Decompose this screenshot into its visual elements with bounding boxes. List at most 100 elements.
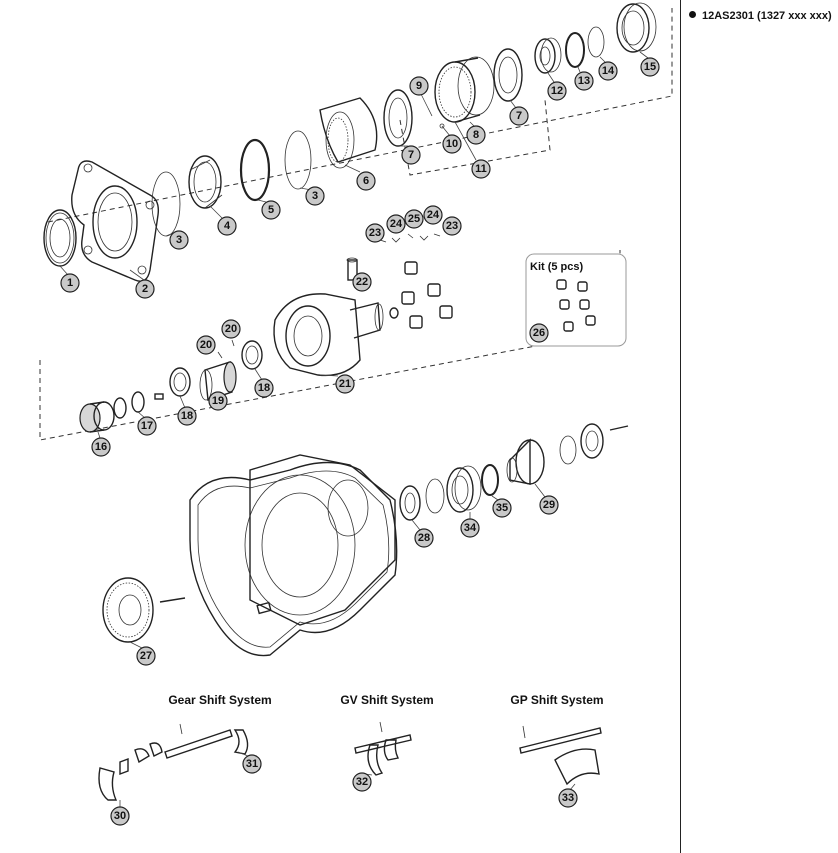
svg-text:18: 18 [181, 410, 193, 422]
svg-text:4: 4 [224, 220, 231, 232]
svg-text:8: 8 [473, 129, 479, 141]
part-28-o-ring [425, 478, 445, 514]
part-24-spring-a [391, 237, 401, 243]
part-6-ring-gear [319, 97, 378, 169]
part-25-clip [407, 233, 414, 239]
svg-text:11: 11 [475, 163, 487, 175]
part-13-retaining-ring [565, 32, 585, 68]
part-17-snap-ring [113, 397, 127, 419]
part-24-spring-b [419, 235, 429, 241]
callout-13: 13 [574, 71, 594, 91]
callout-3: 3 [169, 230, 189, 250]
callout-24: 24 [386, 214, 406, 234]
svg-text:23: 23 [369, 227, 381, 239]
part-34-output-bearing [446, 465, 482, 513]
part-12-bearing [534, 37, 562, 74]
part-19-sun-gear-shaft [199, 361, 237, 401]
svg-text:5: 5 [268, 204, 274, 216]
part-17-snap-ring-b [131, 391, 145, 413]
part-16-needle-bearing [79, 401, 115, 433]
kit-box: Kit (5 pcs) [525, 253, 627, 347]
svg-text:28: 28 [418, 532, 430, 544]
assembly-frame-middle [39, 250, 621, 441]
svg-text:13: 13 [578, 75, 590, 87]
gv-shift-system-title: GV Shift System [340, 693, 433, 707]
part-23-washer-b [433, 233, 441, 237]
gv-shift-system-parts [354, 721, 412, 776]
svg-text:21: 21 [339, 378, 351, 390]
callout-28: 28 [414, 528, 434, 548]
svg-text:35: 35 [496, 502, 508, 514]
leader-lines [59, 51, 649, 808]
part-29-o-ring [559, 435, 577, 465]
svg-text:22: 22 [356, 276, 368, 288]
model-variant-text: 12AS2301 (1327 xxx xxx) [702, 10, 832, 22]
part-18-bushing-right [241, 340, 263, 370]
svg-text:26: 26 [533, 327, 545, 339]
part-8-planet-carrier-ring [434, 56, 495, 123]
part-20-pin-a [217, 351, 223, 359]
part-7-thrust-washer-left [383, 89, 413, 147]
part-28-seal [399, 485, 421, 521]
svg-text:14: 14 [602, 65, 615, 77]
svg-text:9: 9 [416, 80, 422, 92]
callout-12: 12 [547, 81, 567, 101]
callout-5: 5 [261, 200, 281, 220]
callout-1: 1 [60, 273, 80, 293]
svg-text:20: 20 [225, 323, 237, 335]
callout-23: 23 [365, 223, 385, 243]
part-29-bolt [609, 425, 629, 431]
part-27-bolt [159, 597, 186, 603]
svg-text:30: 30 [114, 810, 126, 822]
svg-text:23: 23 [446, 220, 458, 232]
svg-text:3: 3 [312, 190, 318, 202]
callout-3b: 3 [305, 186, 325, 206]
part-27-gear-wheel [102, 577, 154, 643]
svg-text:10: 10 [446, 138, 458, 150]
svg-text:29: 29 [543, 499, 555, 511]
gear-shift-system-title: Gear Shift System [168, 693, 271, 707]
callout-25: 25 [404, 209, 424, 229]
callout-17: 17 [137, 416, 157, 436]
svg-text:6: 6 [363, 175, 369, 187]
callout-2: 2 [135, 279, 155, 299]
callout-33: 33 [558, 788, 578, 808]
callout-21: 21 [335, 374, 355, 394]
part-18-bushing-left [169, 367, 191, 397]
callout-4: 4 [217, 216, 237, 236]
callout-11: 11 [471, 159, 491, 179]
svg-text:2: 2 [142, 283, 148, 295]
callout-20: 20 [196, 335, 216, 355]
svg-text:18: 18 [258, 382, 270, 394]
kit-label: Kit (5 pcs) [530, 261, 584, 273]
svg-text:19: 19 [212, 395, 224, 407]
model-variant-label: 12AS2301 (1327 xxx xxx) [689, 10, 835, 23]
callout-30: 30 [110, 806, 130, 826]
callout-18b: 18 [254, 378, 274, 398]
svg-text:25: 25 [408, 213, 420, 225]
svg-text:24: 24 [390, 218, 403, 230]
part-gear-housing [189, 454, 398, 657]
part-1-friction-disc [43, 209, 77, 267]
callout-31: 31 [242, 754, 262, 774]
callout-34: 34 [460, 518, 480, 538]
assembly-frame-upper [47, 8, 673, 223]
gp-shift-system-parts [519, 725, 602, 786]
svg-text:16: 16 [95, 441, 107, 453]
svg-text:20: 20 [200, 339, 212, 351]
callout-23b: 23 [442, 216, 462, 236]
part-20-pin-b [231, 339, 235, 347]
callout-22: 22 [352, 272, 372, 292]
gear-shift-system-parts [98, 723, 249, 801]
callout-35: 35 [492, 498, 512, 518]
part-5-snap-ring [239, 138, 271, 202]
gp-shift-system-title: GP Shift System [510, 693, 603, 707]
callout-9: 9 [409, 76, 429, 96]
callout-6: 6 [356, 171, 376, 191]
side-panel: 12AS2301 (1327 xxx xxx) [680, 0, 838, 853]
part-17-pin [154, 393, 164, 400]
callout-15: 15 [640, 57, 660, 77]
svg-text:32: 32 [356, 776, 368, 788]
part-4-bearing-ring [188, 155, 223, 209]
svg-text:27: 27 [140, 650, 152, 662]
